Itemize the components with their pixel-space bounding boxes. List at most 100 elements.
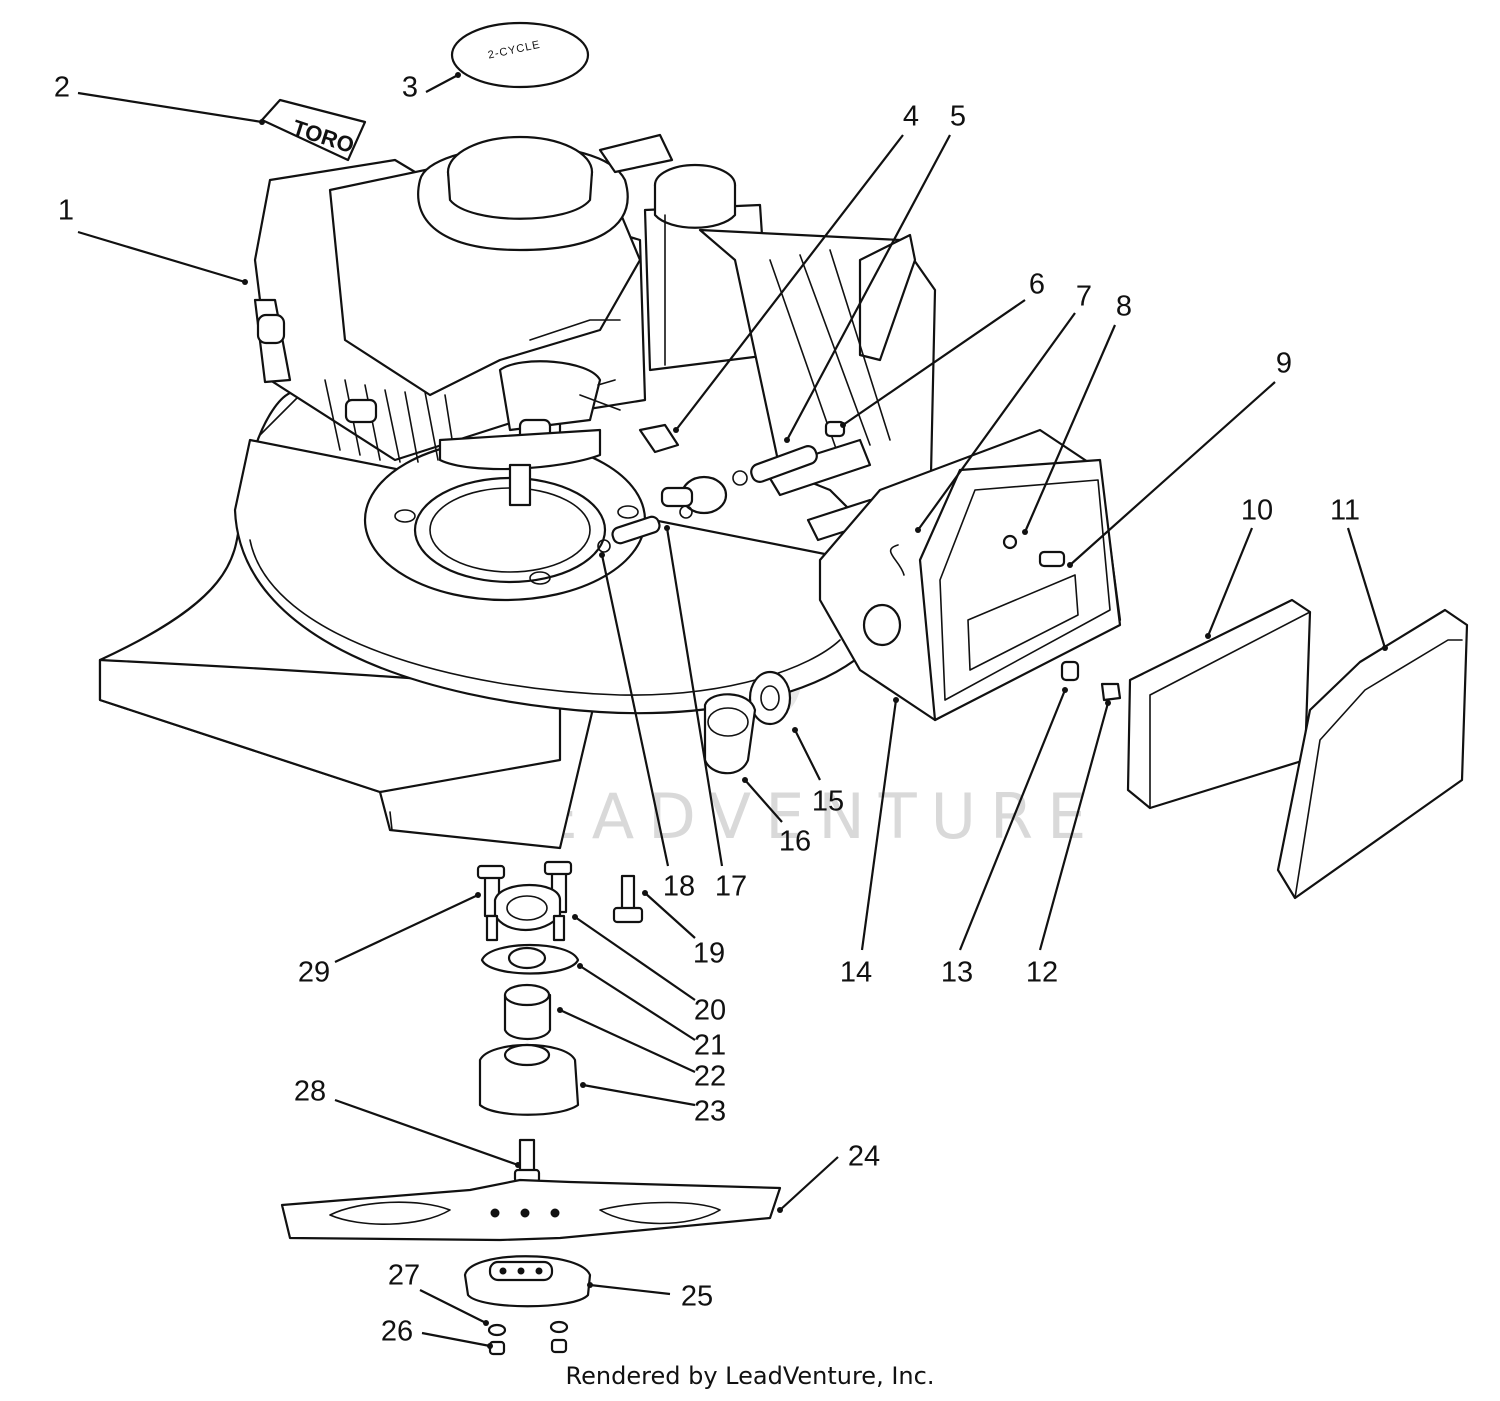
leader-arrow [557,1007,563,1013]
leader-line [559,1009,696,1073]
leader-line [77,91,263,124]
leader-line [600,554,670,867]
callout-number: 9 [1276,348,1292,380]
blade [280,1178,782,1242]
leader-line [779,1156,839,1211]
callout-6: 6 [840,269,1045,428]
air-cleaner-housing [818,428,1122,722]
leader-arrow [664,525,670,531]
leader-arrow [915,527,921,533]
callout-9: 9 [1067,348,1292,568]
callout-25: 25 [587,1281,713,1313]
callout-number: 25 [681,1281,713,1313]
leader-arrow [1067,562,1073,568]
callout-number: 28 [294,1076,326,1108]
callout-number: 23 [694,1096,726,1128]
leader-arrow [572,914,578,920]
leader-line [917,312,1076,531]
callout-29: 29 [298,892,481,989]
leader-arrow [515,1162,521,1168]
callout-16: 16 [742,777,811,858]
leader-line [842,299,1026,426]
callout-14: 14 [840,697,899,989]
leader-arrow [792,727,798,733]
leader-line [860,699,898,951]
leader-line [786,134,951,441]
callout-11: 11 [1330,495,1388,651]
callout-number: 6 [1029,269,1045,301]
leader-arrow [673,427,679,433]
leader-arrow [577,963,583,969]
callout-10: 10 [1205,495,1273,639]
leader-arrow [242,279,248,285]
leader-line [579,965,696,1041]
leader-arrow [475,892,481,898]
leader-line [1069,381,1276,566]
leader-arrow [1205,633,1211,639]
callout-24: 24 [777,1141,880,1213]
leader-line [1038,702,1110,951]
leader-line [1206,527,1254,637]
leader-arrow [642,890,648,896]
callout-number: 18 [663,871,695,903]
leader-arrow [1062,687,1068,693]
mower-deck [98,390,857,850]
leader-arrow [893,697,899,703]
leader-arrow [1105,700,1111,706]
callout-4: 4 [673,101,919,433]
leader-line [589,1283,671,1296]
leader-line [574,916,696,1001]
callout-number: 2 [54,72,70,104]
callout-number: 5 [950,101,966,133]
air-cleaner-cover [1276,608,1469,900]
callout-18: 18 [599,552,695,903]
callout-12: 12 [1026,700,1111,989]
callout-5: 5 [784,101,966,443]
callout-number: 11 [1330,495,1360,527]
callout-number: 10 [1241,495,1273,527]
watermark-text: LEADVENTURE [490,780,1100,853]
footer-credit: Rendered by LeadVenture, Inc. [565,1362,935,1390]
callout-26: 26 [381,1316,493,1349]
callout-number: 20 [694,995,726,1027]
callout-number: 26 [381,1316,413,1348]
leader-arrow [483,1320,489,1326]
leader-line [794,729,821,781]
callout-22: 22 [557,1007,726,1093]
callout-number: 16 [779,826,811,858]
callout-15: 15 [792,727,844,818]
callout-number: 27 [388,1260,420,1292]
callout-20: 20 [572,914,726,1027]
toro-decal: TORO [260,98,367,162]
cycle-decal: 2-CYCLE [450,21,590,89]
callout-number: 4 [903,101,919,133]
callout-19: 19 [642,890,725,970]
leader-line [334,894,479,963]
leader-arrow [784,437,790,443]
callout-number: 22 [694,1061,726,1093]
callout-number: 7 [1076,281,1092,313]
callout-1: 1 [58,195,248,285]
leader-line [744,779,783,823]
leader-arrow [742,777,748,783]
leader-arrow [259,119,265,125]
callout-28: 28 [294,1076,521,1168]
washers-and-nuts [487,1320,569,1356]
plug-parts [703,670,792,775]
callout-17: 17 [664,525,747,903]
leader-arrow [580,1082,586,1088]
leader-line [334,1098,519,1167]
leader-line [419,1289,487,1324]
callout-number: 29 [298,957,330,989]
leader-line [1023,324,1117,533]
leader-arrow [777,1207,783,1213]
callout-8: 8 [1022,291,1132,535]
leader-arrow [1022,529,1028,535]
callout-number: 14 [840,957,872,989]
leader-line [421,1331,491,1348]
leader-arrow [487,1343,493,1349]
callout-number: 15 [812,786,844,818]
callout-number: 3 [402,72,418,104]
callout-2: 2 [54,72,265,125]
